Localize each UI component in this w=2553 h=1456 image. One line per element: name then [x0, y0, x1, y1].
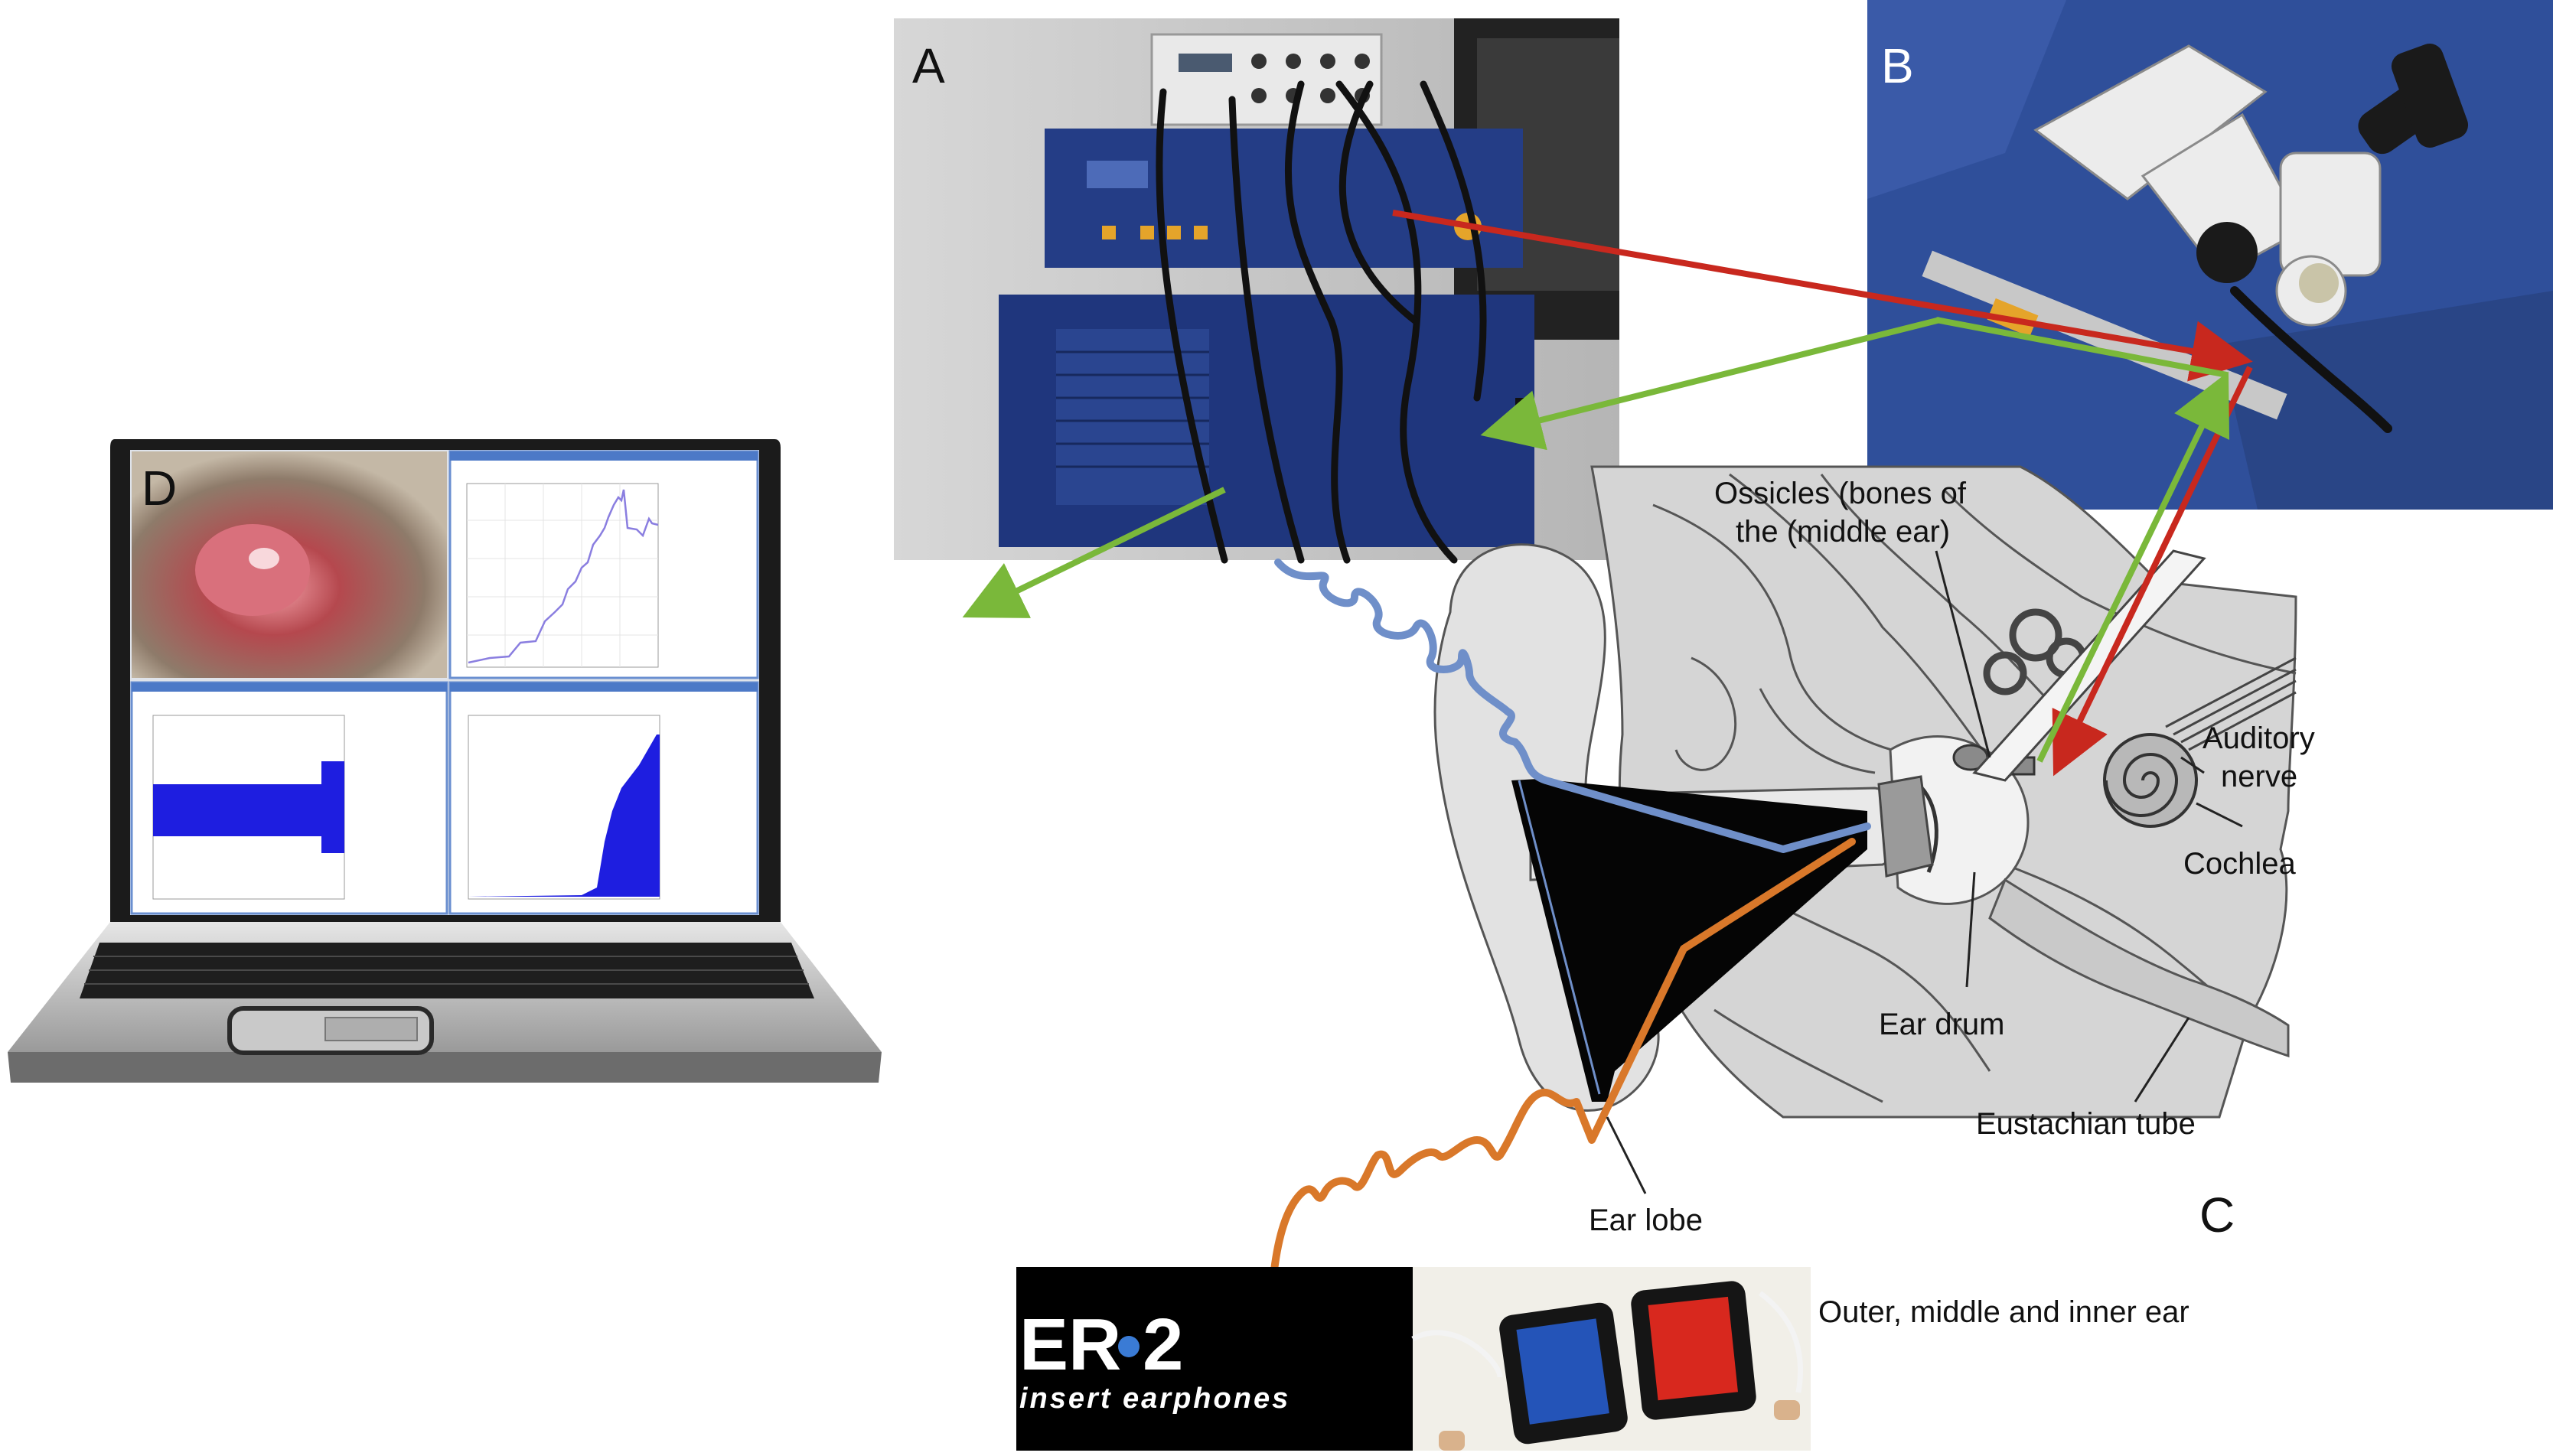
- microscope-photo-panel-b: [1867, 0, 2553, 510]
- panel-label-c: C: [2199, 1187, 2235, 1243]
- signal-arrows: [962, 210, 2253, 777]
- red-arrow-a-to-b: [1392, 210, 2253, 382]
- earphones-logo-dot-icon: [1118, 1336, 1140, 1357]
- label-ear-drum: Ear drum: [1879, 1008, 2005, 1041]
- label-ossicles-line2: the (middle ear): [1736, 515, 1950, 549]
- label-ear-lobe: Ear lobe: [1589, 1204, 1703, 1237]
- orange-cable: [1270, 838, 1856, 1274]
- panel-label-d: D: [142, 461, 177, 516]
- green-arrow-b-to-a: [1480, 317, 1941, 451]
- green-arrow-a-to-d: [962, 487, 1226, 618]
- label-cochlea: Cochlea: [2183, 847, 2297, 881]
- caption-outer-middle-inner-ear: Outer, middle and inner ear: [1818, 1295, 2189, 1329]
- earphone-foam-tip: [1511, 779, 1867, 1102]
- panel-label-b: B: [1881, 38, 1914, 93]
- label-eustachian-tube: Eustachian tube: [1976, 1107, 2196, 1141]
- label-auditory-line1: Auditory: [2202, 721, 2315, 755]
- earphones-logo-tagline: insert earphones: [1019, 1383, 1290, 1415]
- earphones-logo-brand-prefix: ER: [1019, 1304, 1121, 1386]
- leader-lines: [1606, 550, 2243, 1194]
- panel-label-a: A: [912, 38, 945, 93]
- cochlea-icon: [2103, 733, 2198, 828]
- green-arrow-ear-to-b: [2036, 371, 2230, 763]
- earphones-photo: ER 2 insert earphones: [1016, 1267, 1811, 1451]
- blue-cable: [1274, 559, 1871, 853]
- equipment-photo-panel-a: [894, 18, 1619, 564]
- green-segment-probe: [1935, 317, 2228, 378]
- laptop-panel-d: [8, 439, 882, 1083]
- ear-anatomy-diagram-panel-c: [1433, 465, 2297, 1119]
- label-auditory-line2: nerve: [2221, 760, 2297, 793]
- label-ossicles-line1: Ossicles (bones of: [1714, 477, 1967, 510]
- earphones-logo-brand-suffix: 2: [1143, 1304, 1183, 1386]
